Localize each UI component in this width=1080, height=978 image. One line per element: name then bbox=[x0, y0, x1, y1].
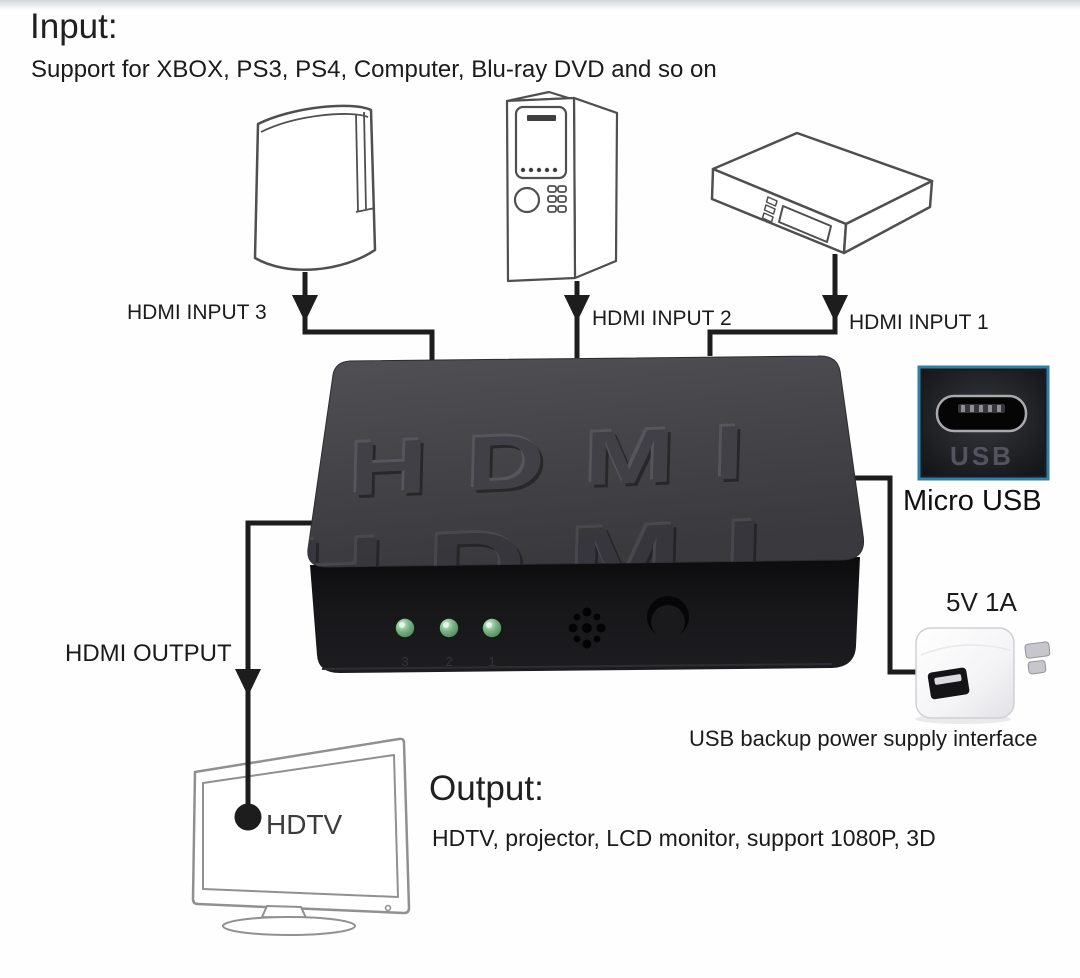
arrow-down-icon bbox=[564, 295, 590, 322]
bluray-front-buttons bbox=[761, 196, 778, 223]
usb-engraving-label: USB bbox=[950, 441, 1014, 471]
output-section-subtitle: HDTV, projector, LCD monitor, support 10… bbox=[432, 825, 936, 851]
switch-top-face bbox=[307, 355, 865, 568]
led-label: 3 bbox=[401, 654, 408, 669]
ir-sensor-icon bbox=[568, 607, 606, 649]
led-indicators: 3 2 1 bbox=[394, 617, 503, 669]
label-hdmi-input-2: HDMI INPUT 2 bbox=[592, 307, 732, 330]
tower-buttons bbox=[547, 185, 567, 213]
hdmi-output-line bbox=[245, 520, 316, 817]
usb-engraving-shadow: USB bbox=[950, 439, 1014, 469]
hdmi-logo-text: HDMI bbox=[348, 407, 785, 512]
switch-embossed-logo: HDMI HDMI HDMI HDMI HDMI HDMI bbox=[308, 404, 809, 567]
ps3-game-console-icon bbox=[253, 104, 377, 272]
label-hdmi-output: HDMI OUTPUT bbox=[65, 640, 232, 667]
led-label: 1 bbox=[488, 654, 495, 669]
top-edge-shading bbox=[0, 0, 1080, 10]
usb-a-port-icon bbox=[927, 667, 970, 700]
label-hdmi-input-1: HDMI INPUT 1 bbox=[849, 311, 989, 334]
input-section-subtitle: Support for XBOX, PS3, PS4, Computer, Bl… bbox=[31, 56, 717, 83]
hdmi-switch-box: HDMI HDMI HDMI HDMI HDMI HDMI 3 bbox=[307, 355, 865, 673]
led-indicator-1: 1 bbox=[481, 617, 503, 669]
usb-power-line bbox=[828, 475, 924, 675]
arrow-down-icon bbox=[292, 295, 318, 322]
hdmi-input-3-line bbox=[302, 272, 435, 362]
usb-backup-caption: USB backup power supply interface bbox=[689, 726, 1038, 751]
tv-power-led-icon bbox=[384, 904, 392, 912]
bluray-display-window bbox=[778, 205, 832, 243]
micro-usb-photo: USB USB bbox=[917, 365, 1050, 481]
tower-power-button-icon bbox=[513, 186, 541, 214]
bluray-dvd-player-icon bbox=[710, 131, 934, 255]
hdmi-logo-shadow: HDMI bbox=[351, 410, 788, 515]
output-section-title: Output: bbox=[429, 769, 544, 808]
switch-select-button-icon bbox=[647, 596, 689, 639]
micro-usb-port-icon bbox=[935, 394, 1028, 433]
switch-bottom-edge bbox=[321, 663, 833, 670]
led-indicator-2: 2 bbox=[438, 617, 460, 669]
connector-arrows bbox=[234, 295, 848, 831]
arrow-down-icon bbox=[822, 295, 848, 322]
computer-tower-icon bbox=[505, 90, 619, 283]
hdmi-input-1-line bbox=[707, 254, 838, 356]
led-label: 2 bbox=[445, 654, 452, 669]
input-section-title: Input: bbox=[30, 7, 118, 46]
hdtv-screen-label: HDTV bbox=[266, 809, 343, 840]
arrow-down-icon bbox=[235, 669, 261, 696]
port-pins bbox=[961, 405, 1001, 412]
hdmi-logo-highlight: HDMI bbox=[346, 404, 783, 509]
adapter-rating-label: 5V 1A bbox=[946, 587, 1017, 617]
plug-prongs-icon bbox=[1024, 641, 1051, 675]
usb-power-adapter-icon bbox=[915, 627, 1051, 724]
cable-end-dot bbox=[234, 803, 262, 831]
micro-usb-caption: Micro USB bbox=[903, 485, 1042, 517]
tower-vent-slot bbox=[527, 115, 556, 121]
label-hdmi-input-3: HDMI INPUT 3 bbox=[127, 301, 267, 324]
led-indicator-3: 3 bbox=[394, 617, 416, 669]
tower-indicator-dots bbox=[520, 167, 558, 173]
